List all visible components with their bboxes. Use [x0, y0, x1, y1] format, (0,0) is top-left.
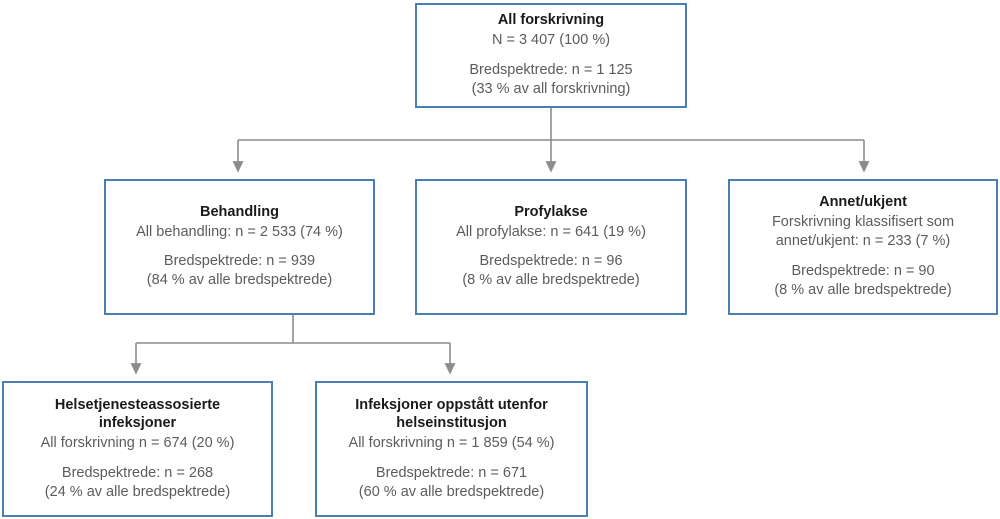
node-annet-ukjent-line1b: annet/ukjent: n = 233 (7 %) — [775, 233, 951, 249]
connector-all-to-level2 — [232, 108, 870, 173]
node-utenfor-line3: (60 % av alle bredspektrede) — [358, 483, 545, 500]
node-annet-ukjent-line2: Bredspektrede: n = 90 — [791, 262, 935, 279]
node-all-forskrivning: All forskrivning N = 3 407 (100 %) Breds… — [415, 3, 687, 108]
node-profylakse-line3: (8 % av alle bredspektrede) — [462, 272, 640, 289]
node-hai-line2: Bredspektrede: n = 268 — [61, 464, 214, 481]
node-annet-ukjent-title: Annet/ukjent — [819, 194, 907, 211]
node-all-forskrivning-line3: (33 % av all forskrivning) — [471, 80, 631, 97]
node-annet-ukjent: Annet/ukjent Forskrivning klassifisert s… — [728, 179, 998, 315]
node-utenfor-line2: Bredspektrede: n = 671 — [375, 464, 528, 481]
node-helsetjenesteassosierte-infeksjoner: Helsetjenesteassosierte infeksjoner All … — [2, 381, 273, 517]
node-hai-line3: (24 % av alle bredspektrede) — [44, 483, 231, 500]
node-hai-line1: All forskrivning n = 674 (20 %) — [40, 434, 235, 451]
node-utenfor-title2: helseinstitusjon — [396, 415, 507, 432]
node-behandling-line1: All behandling: n = 2 533 (74 %) — [136, 223, 343, 240]
node-infeksjoner-utenfor-helseinstitusjon: Infeksjoner oppstått utenfor helseinstit… — [315, 381, 588, 517]
node-behandling-title: Behandling — [200, 203, 279, 220]
node-annet-ukjent-line1: Forskrivning klassifisert som — [771, 214, 955, 231]
node-utenfor-line1: All forskrivning n = 1 859 (54 %) — [348, 434, 555, 451]
node-all-forskrivning-title: All forskrivning — [497, 12, 605, 29]
node-profylakse-line1: All profylakse: n = 641 (19 %) — [456, 223, 646, 240]
node-utenfor-title: Infeksjoner oppstått utenfor — [355, 396, 548, 413]
node-all-forskrivning-line1: N = 3 407 (100 %) — [491, 32, 611, 49]
node-all-forskrivning-line2: Bredspektrede: n = 1 125 — [469, 61, 633, 78]
connector-behandling-to-level3 — [130, 315, 456, 375]
node-annet-ukjent-line3: (8 % av alle bredspektrede) — [774, 281, 952, 298]
node-behandling-line3: (84 % av alle bredspektrede) — [146, 272, 333, 289]
node-profylakse: Profylakse All profylakse: n = 641 (19 %… — [415, 179, 687, 315]
node-hai-title: Helsetjenesteassosierte — [54, 396, 221, 413]
node-profylakse-line2: Bredspektrede: n = 96 — [479, 253, 623, 270]
node-behandling: Behandling All behandling: n = 2 533 (74… — [104, 179, 375, 315]
node-profylakse-title: Profylakse — [514, 203, 588, 220]
node-behandling-line2: Bredspektrede: n = 939 — [163, 253, 316, 270]
node-hai-title2: infeksjoner — [98, 415, 177, 432]
